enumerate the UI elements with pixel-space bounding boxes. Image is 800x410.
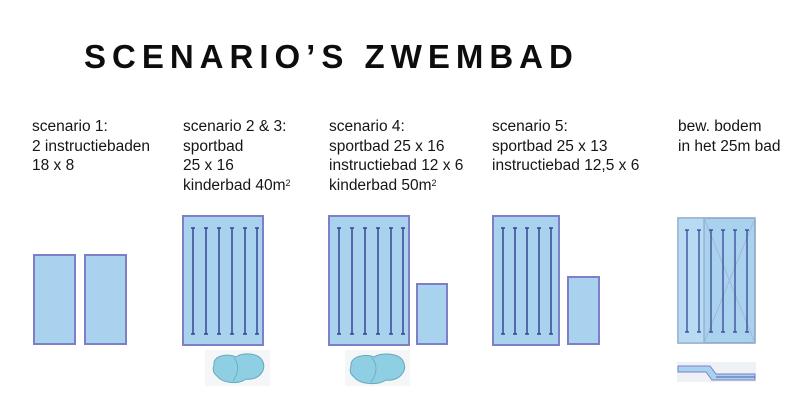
scenario-4-line: kinderbad 50m2 bbox=[329, 176, 437, 194]
scenario-5-label: scenario 5: sportbad 25 x 13 instructieb… bbox=[492, 117, 639, 176]
scenario-2-3-line: kinderbad 40m2 bbox=[183, 176, 291, 194]
page-title: SCENARIO’S ZWEMBAD bbox=[84, 38, 579, 75]
sport-pool bbox=[182, 215, 264, 346]
movable-floor-pool bbox=[677, 217, 756, 344]
scenario-4-heading: scenario 4: bbox=[329, 118, 405, 135]
lane-lines bbox=[685, 229, 749, 333]
scenario-1-line: 18 x 8 bbox=[32, 157, 75, 174]
scenario-2-3-line: sportbad bbox=[183, 137, 244, 155]
scenario-4-label: scenario 4: sportbad 25 x 16 instructieb… bbox=[329, 117, 463, 195]
scenario-5-heading: scenario 5: bbox=[492, 118, 568, 135]
superscript: 2 bbox=[285, 177, 291, 188]
superscript: 2 bbox=[431, 177, 437, 188]
instruction-pool bbox=[84, 254, 127, 345]
movable-floor-heading: bew. bodem bbox=[678, 118, 762, 135]
scenario-2-3-heading: scenario 2 & 3: bbox=[183, 118, 287, 135]
instruction-pool bbox=[567, 276, 600, 345]
scenario-2-3-label: scenario 2 & 3: sportbad 25 x 16 kinderb… bbox=[183, 117, 291, 195]
sport-pool bbox=[328, 215, 410, 346]
scenario-5-line: instructiebad 12,5 x 6 bbox=[492, 157, 640, 174]
scenario-1-heading: scenario 1: bbox=[32, 118, 108, 135]
sport-pool bbox=[492, 215, 560, 346]
lane-lines bbox=[337, 227, 405, 335]
lane-lines bbox=[501, 227, 553, 335]
lane-lines bbox=[191, 227, 259, 335]
kids-pool bbox=[345, 350, 410, 386]
kids-pool bbox=[205, 350, 270, 386]
scenario-1-line: 2 instructiebaden bbox=[32, 137, 151, 155]
scenario-4-line: instructiebad 12 x 6 bbox=[329, 157, 464, 174]
scenario-4-line: sportbad 25 x 16 bbox=[329, 137, 445, 155]
movable-floor-label: bew. bodem in het 25m bad bbox=[678, 117, 781, 156]
scenario-1-label: scenario 1: 2 instructiebaden 18 x 8 bbox=[32, 117, 150, 176]
scenario-2-3-line: 25 x 16 bbox=[183, 157, 234, 174]
instruction-pool bbox=[33, 254, 76, 345]
movable-floor-section bbox=[677, 362, 756, 382]
movable-floor-line: in het 25m bad bbox=[678, 137, 781, 155]
instruction-pool bbox=[416, 283, 448, 345]
scenario-5-line: sportbad 25 x 13 bbox=[492, 137, 608, 155]
